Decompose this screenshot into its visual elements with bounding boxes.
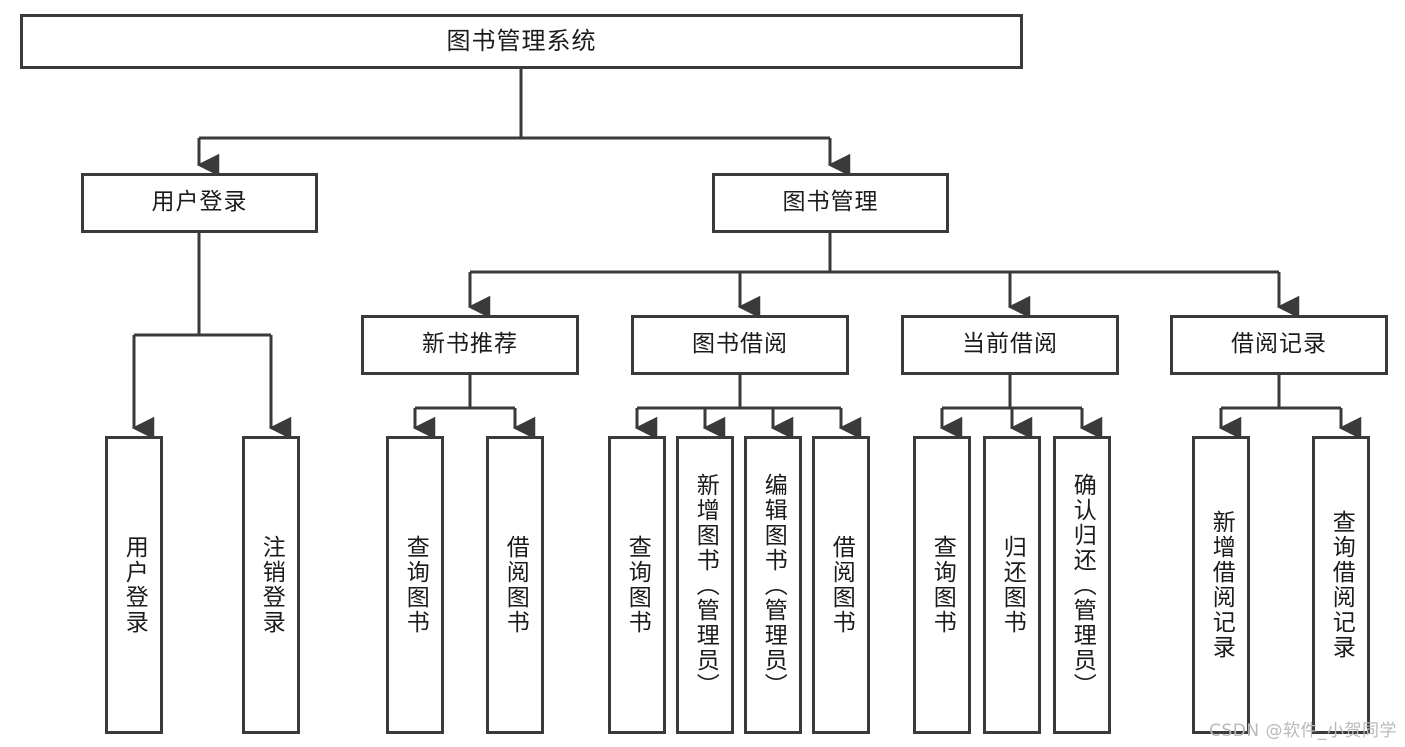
node-leaf-query-book-rec[interactable]: 查询图书	[386, 436, 444, 734]
node-current-borrow[interactable]: 当前借阅	[901, 315, 1119, 375]
node-new-book-rec-label: 新书推荐	[422, 331, 518, 358]
node-root-label: 图书管理系统	[446, 27, 597, 56]
node-borrow-record[interactable]: 借阅记录	[1170, 315, 1388, 375]
node-leaf-add-record[interactable]: 新增借阅记录	[1192, 436, 1250, 734]
node-leaf-return-book[interactable]: 归还图书	[983, 436, 1041, 734]
node-leaf-logout-label: 注销登录	[258, 535, 285, 635]
node-leaf-confirm-return-label: 确认归还（管理员）	[1069, 472, 1096, 698]
node-current-borrow-label: 当前借阅	[962, 331, 1058, 358]
node-book-manage-label: 图书管理	[782, 189, 879, 216]
node-leaf-borrow-book-rec[interactable]: 借阅图书	[486, 436, 544, 734]
node-leaf-borrow-book-rec-label: 借阅图书	[502, 535, 529, 635]
node-user-login-label: 用户登录	[151, 189, 248, 216]
node-leaf-query-book-cb-label: 查询图书	[929, 535, 956, 635]
node-borrow-record-label: 借阅记录	[1231, 331, 1327, 358]
node-leaf-query-record-label: 查询借阅记录	[1328, 510, 1355, 660]
node-leaf-query-book-cb[interactable]: 查询图书	[913, 436, 971, 734]
node-leaf-add-record-label: 新增借阅记录	[1208, 510, 1235, 660]
node-leaf-user-login-label: 用户登录	[121, 535, 148, 635]
node-leaf-add-book[interactable]: 新增图书（管理员）	[676, 436, 734, 734]
node-book-borrow-label: 图书借阅	[692, 331, 788, 358]
node-book-manage[interactable]: 图书管理	[712, 173, 949, 233]
node-leaf-query-book-br-label: 查询图书	[624, 535, 651, 635]
node-leaf-logout[interactable]: 注销登录	[242, 436, 300, 734]
node-leaf-query-book-br[interactable]: 查询图书	[608, 436, 666, 734]
node-leaf-edit-book-label: 编辑图书（管理员）	[760, 472, 787, 698]
node-leaf-borrow-book-br-label: 借阅图书	[828, 535, 855, 635]
node-leaf-borrow-book-br[interactable]: 借阅图书	[812, 436, 870, 734]
node-leaf-query-book-rec-label: 查询图书	[402, 535, 429, 635]
node-leaf-add-book-label: 新增图书（管理员）	[692, 472, 719, 698]
node-leaf-user-login[interactable]: 用户登录	[105, 436, 163, 734]
node-leaf-return-book-label: 归还图书	[999, 535, 1026, 635]
node-new-book-rec[interactable]: 新书推荐	[361, 315, 579, 375]
node-leaf-confirm-return[interactable]: 确认归还（管理员）	[1053, 436, 1111, 734]
watermark: CSDN @软件_小贺同学	[1209, 721, 1397, 741]
node-root[interactable]: 图书管理系统	[20, 14, 1023, 69]
node-leaf-query-record[interactable]: 查询借阅记录	[1312, 436, 1370, 734]
node-leaf-edit-book[interactable]: 编辑图书（管理员）	[744, 436, 802, 734]
node-user-login[interactable]: 用户登录	[81, 173, 318, 233]
node-book-borrow[interactable]: 图书借阅	[631, 315, 849, 375]
